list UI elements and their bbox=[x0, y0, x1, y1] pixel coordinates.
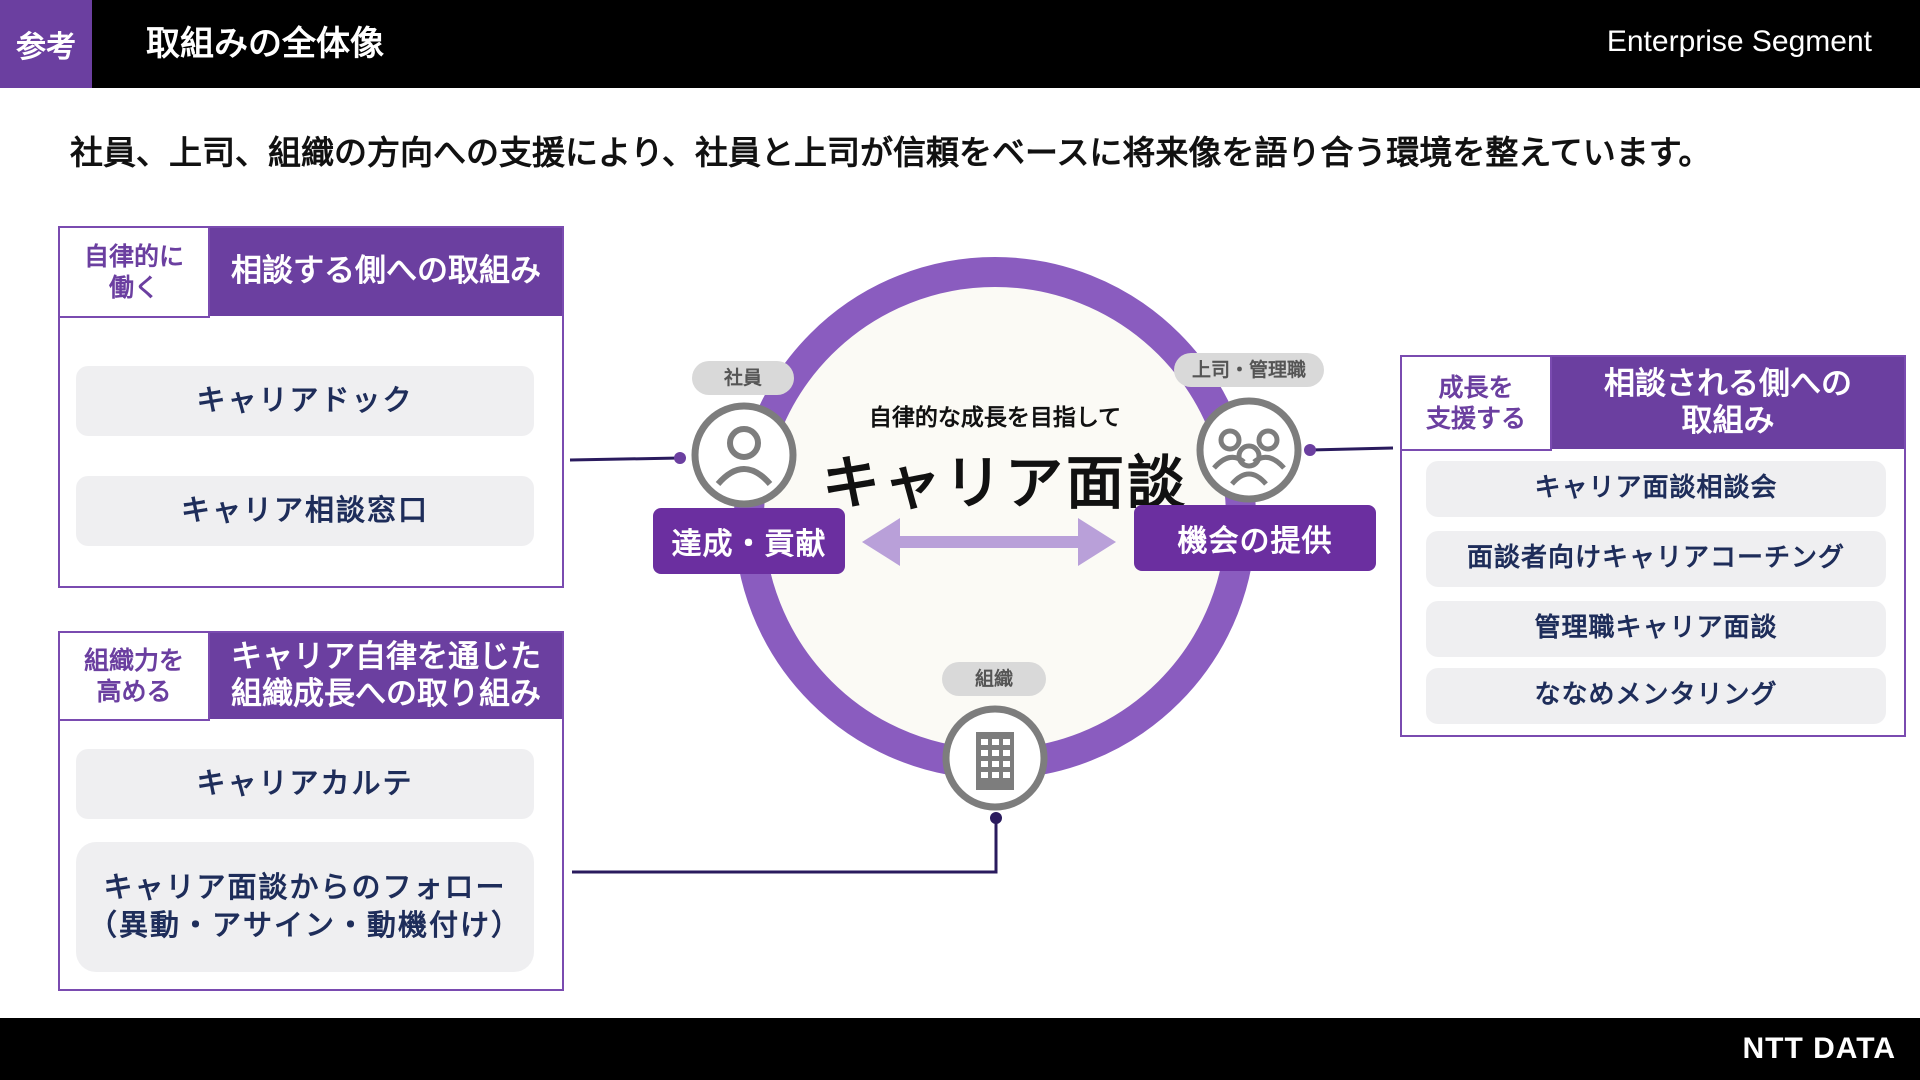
connector-employee bbox=[569, 456, 681, 462]
panel-consulted-initiatives: 成長を支援する 相談される側への取組み キャリア面談相談会 面談者向けキャリアコ… bbox=[1400, 355, 1906, 737]
center-title: キャリア面談 bbox=[821, 449, 1188, 517]
headline: 社員、上司、組織の方向への支援により、社員と上司が信頼をベースに将来像を語り合う… bbox=[70, 133, 1712, 172]
tag-line-1: 組織力を bbox=[83, 645, 184, 675]
panel-heading: キャリア自律を通じた組織成長への取り組み bbox=[210, 633, 562, 719]
person-icon bbox=[691, 402, 797, 508]
center-subtitle: 自律的な成長を目指して bbox=[868, 405, 1122, 431]
heading-line-2: 取組み bbox=[1681, 403, 1775, 439]
organization-label: 組織 bbox=[942, 662, 1046, 696]
connector-dot-manager bbox=[1304, 444, 1316, 456]
list-item-follow-up: キャリア面談からのフォロー（異動・アサイン・動機付け） bbox=[76, 842, 534, 972]
panel-tag: 成長を支援する bbox=[1402, 357, 1552, 451]
follow-line-1: キャリア面談からのフォロー bbox=[103, 870, 507, 905]
slide-title: 取組みの全体像 bbox=[146, 24, 384, 64]
heading-line-1: キャリア自律を通じた bbox=[231, 638, 541, 675]
tag-line-2: 働く bbox=[108, 273, 159, 302]
panel-organization-growth: 組織力を高める キャリア自律を通じた組織成長への取り組み キャリアカルテ キャリ… bbox=[58, 631, 564, 991]
top-bar bbox=[0, 0, 1920, 88]
brand-label: Enterprise Segment bbox=[1606, 25, 1872, 58]
tag-line-1: 自律的に bbox=[83, 241, 184, 271]
reference-tag: 参考 bbox=[0, 0, 92, 88]
connector-manager bbox=[1309, 446, 1394, 452]
manager-action-badge: 機会の提供 bbox=[1134, 505, 1376, 571]
list-item: 面談者向けキャリアコーチング bbox=[1426, 531, 1886, 587]
follow-line-2: （異動・アサイン・動機付け） bbox=[87, 908, 522, 942]
panel-tag: 組織力を高める bbox=[60, 633, 210, 721]
panel-tag: 自律的に働く bbox=[60, 228, 210, 318]
group-icon bbox=[1196, 397, 1302, 503]
panel-consultee-initiatives: 自律的に働く 相談する側への取組み キャリアドック キャリア相談窓口 bbox=[58, 226, 564, 588]
employee-label: 社員 bbox=[692, 361, 794, 395]
connector-organization bbox=[572, 818, 998, 874]
building-icon bbox=[942, 705, 1048, 811]
tag-line-1: 成長を bbox=[1438, 372, 1514, 402]
manager-label: 上司・管理職 bbox=[1174, 353, 1324, 387]
list-item: 管理職キャリア面談 bbox=[1426, 601, 1886, 657]
list-item: キャリア相談窓口 bbox=[76, 476, 534, 546]
panel-heading: 相談される側への取組み bbox=[1552, 357, 1904, 449]
list-item: キャリア面談相談会 bbox=[1426, 461, 1886, 517]
double-arrow-icon bbox=[862, 518, 1116, 566]
connector-dot-organization bbox=[990, 812, 1002, 824]
employee-action-badge: 達成・貢献 bbox=[653, 508, 845, 574]
ntt-data-logo: NTT DATA bbox=[1742, 1032, 1896, 1065]
list-item: キャリアドック bbox=[76, 366, 534, 436]
heading-line-2: 組織成長への取り組み bbox=[231, 676, 541, 712]
list-item: ななめメンタリング bbox=[1426, 668, 1886, 724]
bottom-bar bbox=[0, 1018, 1920, 1080]
center-disc bbox=[749, 272, 1241, 764]
connector-dot-employee bbox=[674, 452, 686, 464]
tag-line-2: 高める bbox=[96, 677, 172, 706]
heading-line-1: 相談される側への bbox=[1604, 365, 1852, 402]
panel-heading: 相談する側への取組み bbox=[210, 228, 562, 316]
tag-line-2: 支援する bbox=[1425, 404, 1526, 433]
list-item: キャリアカルテ bbox=[76, 749, 534, 819]
